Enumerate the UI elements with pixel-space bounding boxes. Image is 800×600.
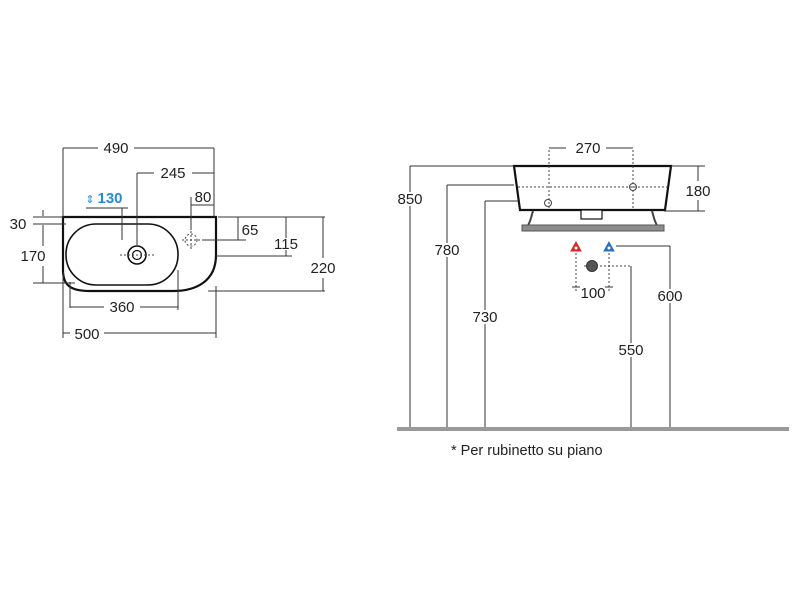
dim-730-label: 730 — [472, 309, 497, 326]
side-view: 270 180 850 780 730 100 — [395, 140, 789, 431]
dim-220-label: 220 — [310, 260, 335, 277]
dim-245-label: 245 — [160, 165, 185, 182]
footnote-text: * Per rubinetto su piano — [451, 443, 603, 459]
height-arrows-icon: ⇕ — [85, 194, 94, 206]
dim-600-label: 600 — [657, 288, 682, 305]
dim-100-label: 100 — [580, 285, 605, 302]
dim-180-label: 180 — [685, 183, 710, 200]
dim-80-label: 80 — [195, 189, 212, 206]
tap-hole-icon — [184, 233, 198, 247]
dim-780-label: 780 — [434, 242, 459, 259]
dim-360-label: 360 — [109, 299, 134, 316]
waste-outlet — [580, 209, 603, 220]
dim-30-label: 30 — [10, 216, 27, 233]
dim-65-label: 65 — [242, 222, 259, 239]
dim-130-label: 130 — [97, 190, 122, 207]
dim-270-label: 270 — [575, 140, 600, 157]
dim-115-label: 115 — [274, 236, 298, 253]
dim-490-label: 490 — [103, 140, 128, 157]
tap-hole-side-icon — [629, 183, 637, 191]
dim-850-label: 850 — [397, 191, 422, 208]
drain-side-icon — [544, 199, 552, 207]
support-bar — [521, 224, 665, 232]
plan-view: 490 245 80 ⇕ 130 30 170 65 1 — [10, 140, 336, 343]
dim-170-label: 170 — [20, 248, 45, 265]
dim-550-label: 550 — [618, 342, 643, 359]
dim-500-label: 500 — [74, 326, 99, 343]
floor-line — [397, 427, 789, 431]
basin-side-outline — [512, 164, 673, 212]
